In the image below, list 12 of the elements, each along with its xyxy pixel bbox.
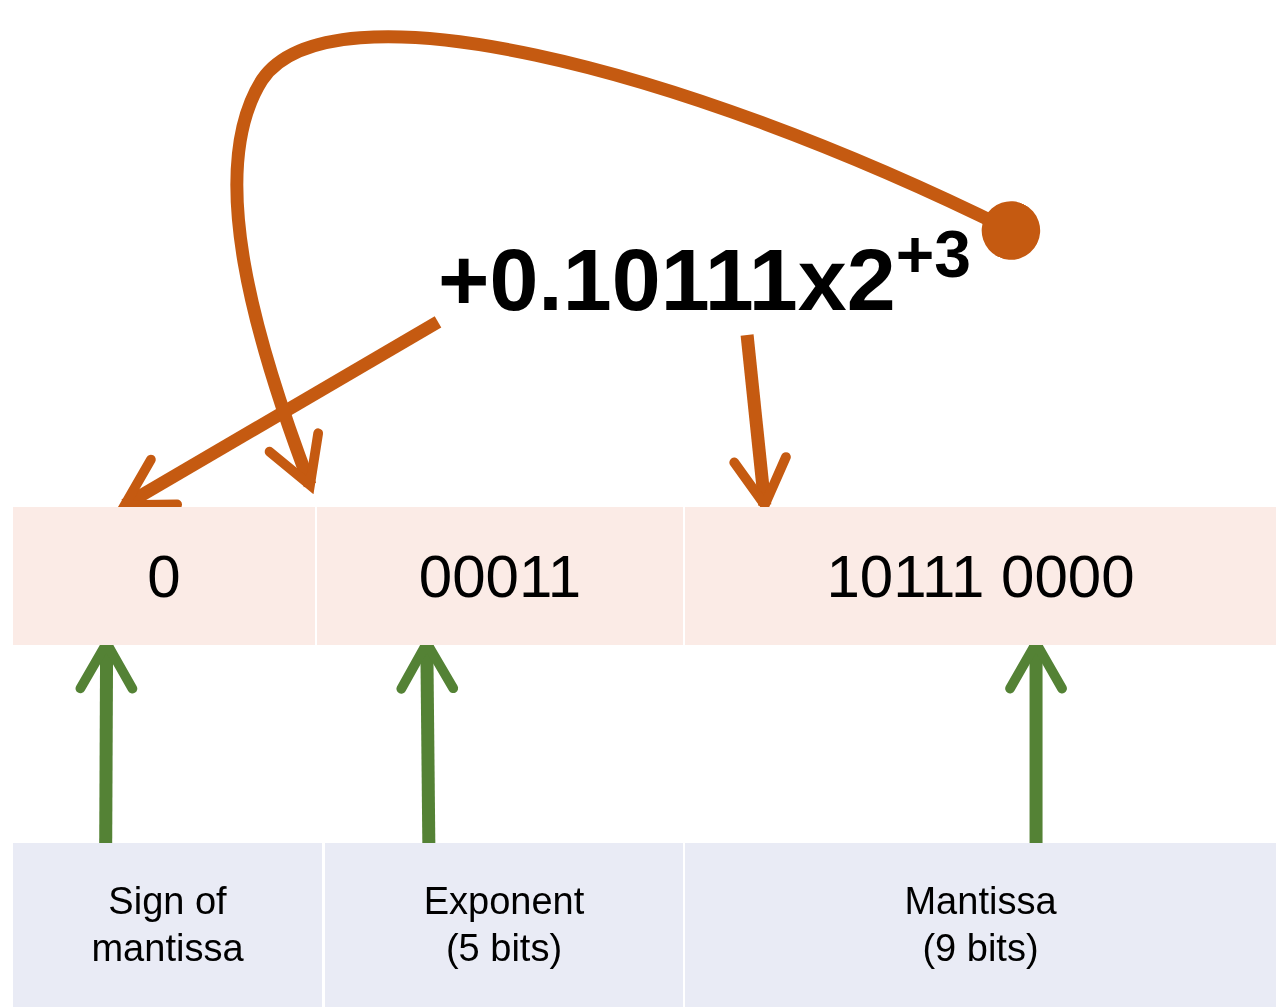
bit-value: 0 [147, 541, 181, 612]
exponent-bits-cell [317, 507, 683, 645]
bit-value: 00011 [418, 541, 582, 612]
field-label-panel [13, 843, 322, 1007]
field-label-panel [325, 843, 683, 1007]
sign-bit-cell [13, 507, 315, 645]
field-label: Sign of mantissa [90, 878, 245, 971]
field-label: Mantissa (9 bits) [903, 878, 1058, 971]
field-label: Exponent (5 bits) [422, 878, 586, 971]
bit-value: 10111 0000 [826, 541, 1135, 612]
mantissa-bits-cell [685, 507, 1276, 645]
field-label-panel [685, 843, 1276, 1007]
